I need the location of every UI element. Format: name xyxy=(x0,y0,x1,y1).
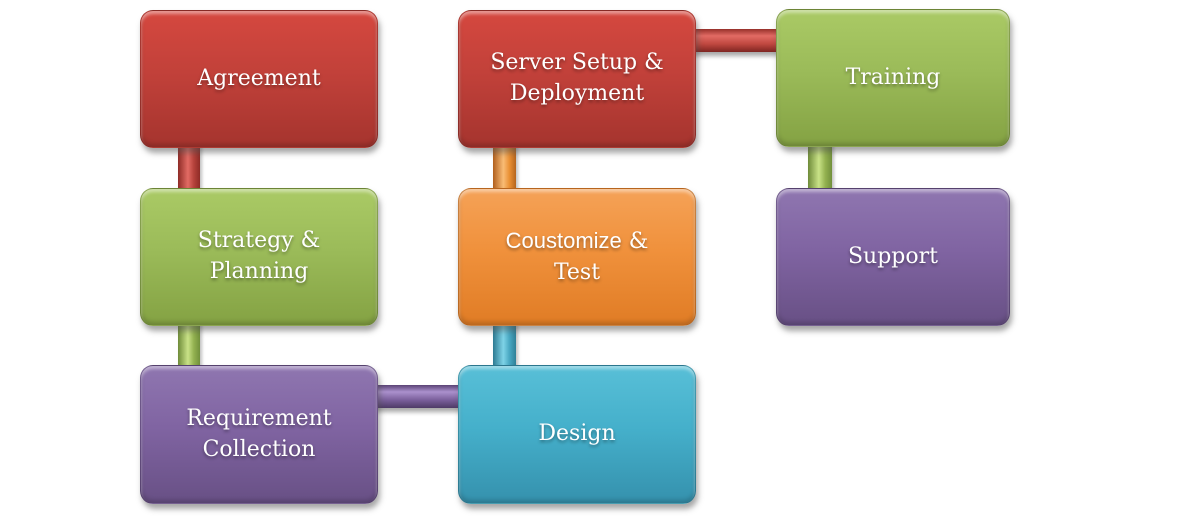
node-support-label: Support xyxy=(847,243,938,269)
node-requirement-collection: Requirement Collection xyxy=(140,365,378,504)
node-agreement-label: Agreement xyxy=(197,65,321,91)
connector-requirement-to-design xyxy=(360,385,470,408)
node-strategy-planning-label: Strategy & Planning xyxy=(197,228,321,284)
node-requirement-collection-label: Requirement Collection xyxy=(186,405,332,462)
connector-design-to-coustomize xyxy=(493,310,516,380)
connector-strategy-to-requirement xyxy=(178,310,200,380)
node-training-label: Training xyxy=(845,64,941,90)
node-support: Support xyxy=(776,188,1010,326)
node-strategy-planning: Strategy & Planning xyxy=(140,188,378,326)
node-coustomize-test-label-serif: & Test xyxy=(553,228,649,285)
node-server-setup-deployment-label: Server Setup & Deployment xyxy=(490,50,664,106)
node-server-setup-deployment: Server Setup & Deployment xyxy=(458,10,696,148)
node-coustomize-test-label: Coustomize & Test xyxy=(481,226,673,289)
node-coustomize-test-label-sans: Coustomize xyxy=(505,227,622,253)
node-agreement: Agreement xyxy=(140,10,378,148)
node-training: Training xyxy=(776,9,1010,147)
node-design-label: Design xyxy=(538,421,616,447)
node-coustomize-test: Coustomize & Test xyxy=(458,188,696,326)
connector-server-to-training xyxy=(680,29,790,52)
node-design: Design xyxy=(458,365,696,504)
